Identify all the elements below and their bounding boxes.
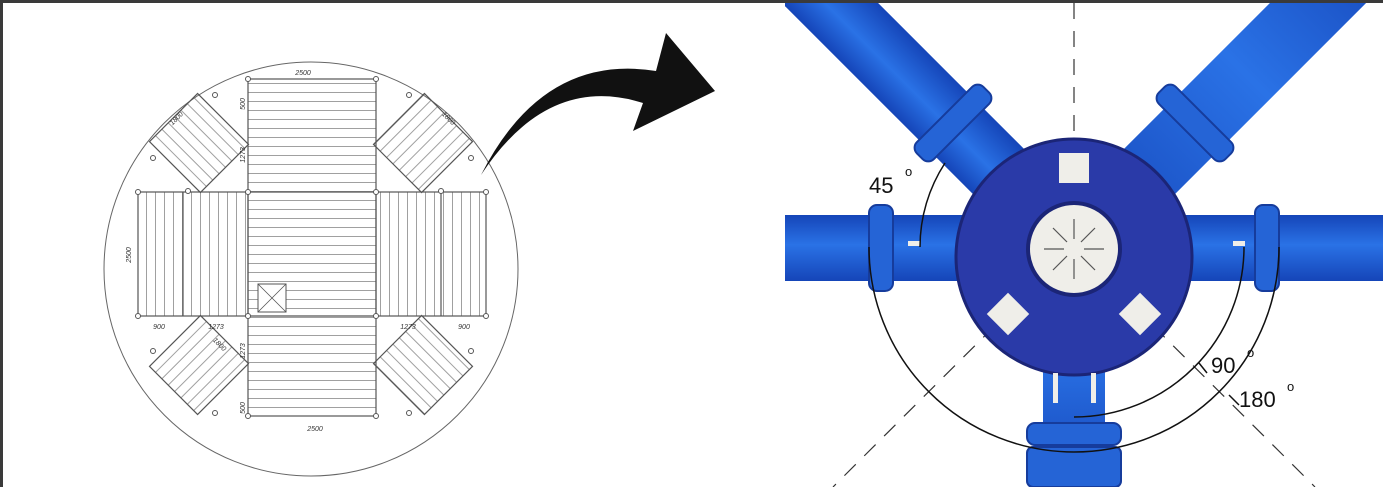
center-cap-rays: [1044, 219, 1104, 279]
dim-bottom: 2500: [306, 426, 323, 433]
dim-right-1273: 1273: [400, 324, 416, 331]
diagram-canvas: 2500 2500 2500 1800 1800 1800 1273 1273 …: [103, 3, 1383, 487]
angle-180-degree: o: [1287, 379, 1294, 394]
plan-diag-deck-top-right: [372, 92, 474, 194]
angle-90-degree: o: [1247, 345, 1254, 360]
socket-diag-left: [913, 83, 993, 163]
socket-diag-right: [1155, 83, 1235, 163]
dim-left: 2500: [126, 247, 133, 264]
plan-diag-deck-bottom-right: [372, 314, 474, 416]
curved-arrow-icon: [481, 33, 715, 175]
plan-left-deck: [137, 191, 249, 317]
angle-180-label: 180: [1239, 387, 1276, 412]
plan-diag-deck-top-left: [148, 92, 250, 194]
pipe-connector: 45 o 90 o 180 o: [785, 3, 1383, 487]
angle-45-degree: o: [905, 164, 912, 179]
dim-top: 2500: [294, 70, 311, 77]
angle-arcs: [868, 162, 1280, 453]
dim-top-small: 500: [240, 98, 247, 110]
dim-bottom-small: 500: [240, 402, 247, 414]
dim-left-900: 900: [153, 324, 165, 331]
plan-posts: [135, 76, 489, 419]
pipe-slots: [908, 241, 1245, 403]
plan-central-vertical-deck: [247, 78, 377, 417]
dim-upper-vertical: 1273: [240, 147, 247, 163]
center-cap: [1026, 201, 1122, 297]
dim-lower-vertical: 1273: [240, 343, 247, 359]
floor-plan: 2500 2500 2500 1800 1800 1800 1273 1273 …: [103, 61, 519, 477]
plan-diag-deck-bottom-left: [148, 314, 250, 416]
plan-right-deck: [375, 191, 487, 317]
angle-90-label: 90: [1211, 353, 1235, 378]
dim-left-1273: 1273: [208, 324, 224, 331]
pipe-sockets: [868, 204, 1280, 487]
angle-45-label: 45: [869, 173, 893, 198]
dim-right-900: 900: [458, 324, 470, 331]
